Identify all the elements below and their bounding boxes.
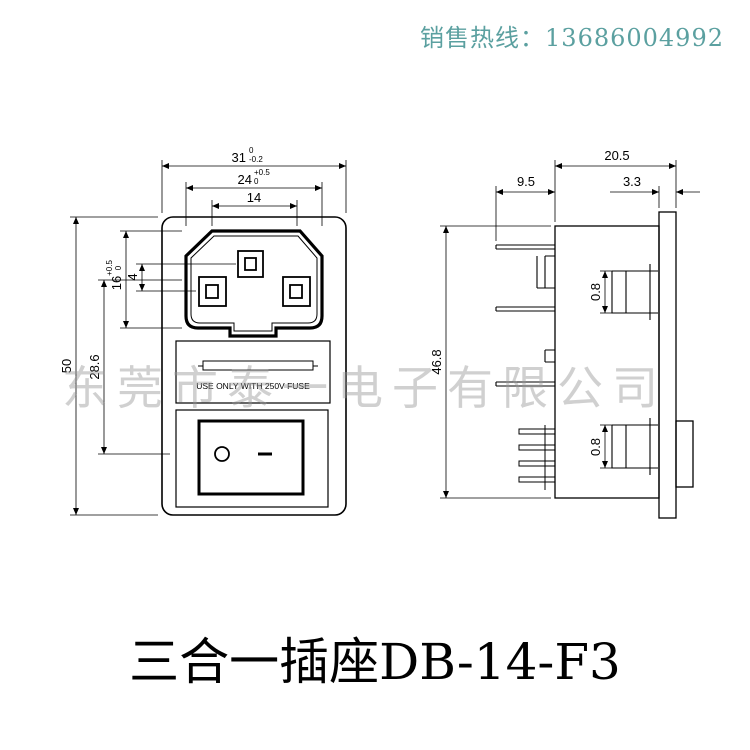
front-dimensions (70, 160, 347, 516)
dim-side-height: 46.8 (429, 349, 444, 374)
lower-snap-clip (611, 418, 658, 475)
sales-hotline: 销售热线：13686004992 (420, 24, 724, 52)
front-dimension-labels: 31 0 -0.2 24 +0.5 0 14 50 28.6 16 +0.5 0… (59, 146, 270, 380)
dim-clip-bottom: 0.8 (588, 438, 603, 456)
dim-socket-height-tol-upper: +0.5 (105, 260, 114, 276)
product-caption: 三合一插座DB-14-F3 (129, 633, 621, 691)
dim-height-mid: 28.6 (87, 354, 102, 379)
dim-width-total-tol-upper: 0 (249, 146, 254, 155)
dim-socket-height-tol-lower: 0 (114, 265, 123, 270)
rocker-switch (197, 419, 305, 496)
dim-pin-span: 14 (247, 190, 261, 205)
terminal-earth (495, 244, 555, 250)
front-view (161, 216, 347, 516)
dim-width-inner-tol-lower: 0 (254, 177, 259, 186)
neutral-pin (282, 276, 311, 307)
terminal-upper (495, 306, 555, 312)
dim-height-total: 50 (59, 359, 74, 373)
side-dimensions (440, 160, 700, 499)
dim-clip-top: 0.8 (588, 283, 603, 301)
switch-off-mark (214, 446, 230, 462)
dim-depth-total: 20.5 (604, 148, 629, 163)
company-watermark: 东莞市泰一电子有限公司 (62, 361, 667, 415)
fuse-holder (175, 340, 331, 404)
upper-snap-clip (611, 264, 658, 320)
dim-depth-body: 9.5 (517, 174, 535, 189)
earth-pin (237, 250, 264, 278)
side-rocker (675, 420, 694, 488)
fuse-label: USE ONLY WITH 250V FUSE (196, 381, 310, 391)
dim-width-total-tol-lower: -0.2 (249, 155, 263, 164)
dim-width-total: 31 (232, 150, 246, 165)
dim-pin-offset: 4 (125, 273, 140, 280)
dim-socket-height: 16 (109, 276, 124, 290)
side-dimension-labels: 20.5 9.5 3.3 46.8 0.8 0.8 (429, 148, 641, 456)
dim-width-inner: 24 (238, 172, 252, 187)
switch-bezel (175, 409, 329, 508)
front-outer-body (161, 216, 347, 516)
dim-flange: 3.3 (623, 174, 641, 189)
side-flange (658, 211, 677, 519)
live-pin (198, 276, 227, 307)
technical-drawing: USE ONLY WITH 250V FUSE 31 0 -0.2 (59, 146, 700, 519)
iec-inlet-cavity (184, 229, 324, 338)
switch-terminals (518, 425, 556, 490)
terminal-mid (495, 381, 555, 387)
dim-width-inner-tol-upper: +0.5 (254, 168, 270, 177)
